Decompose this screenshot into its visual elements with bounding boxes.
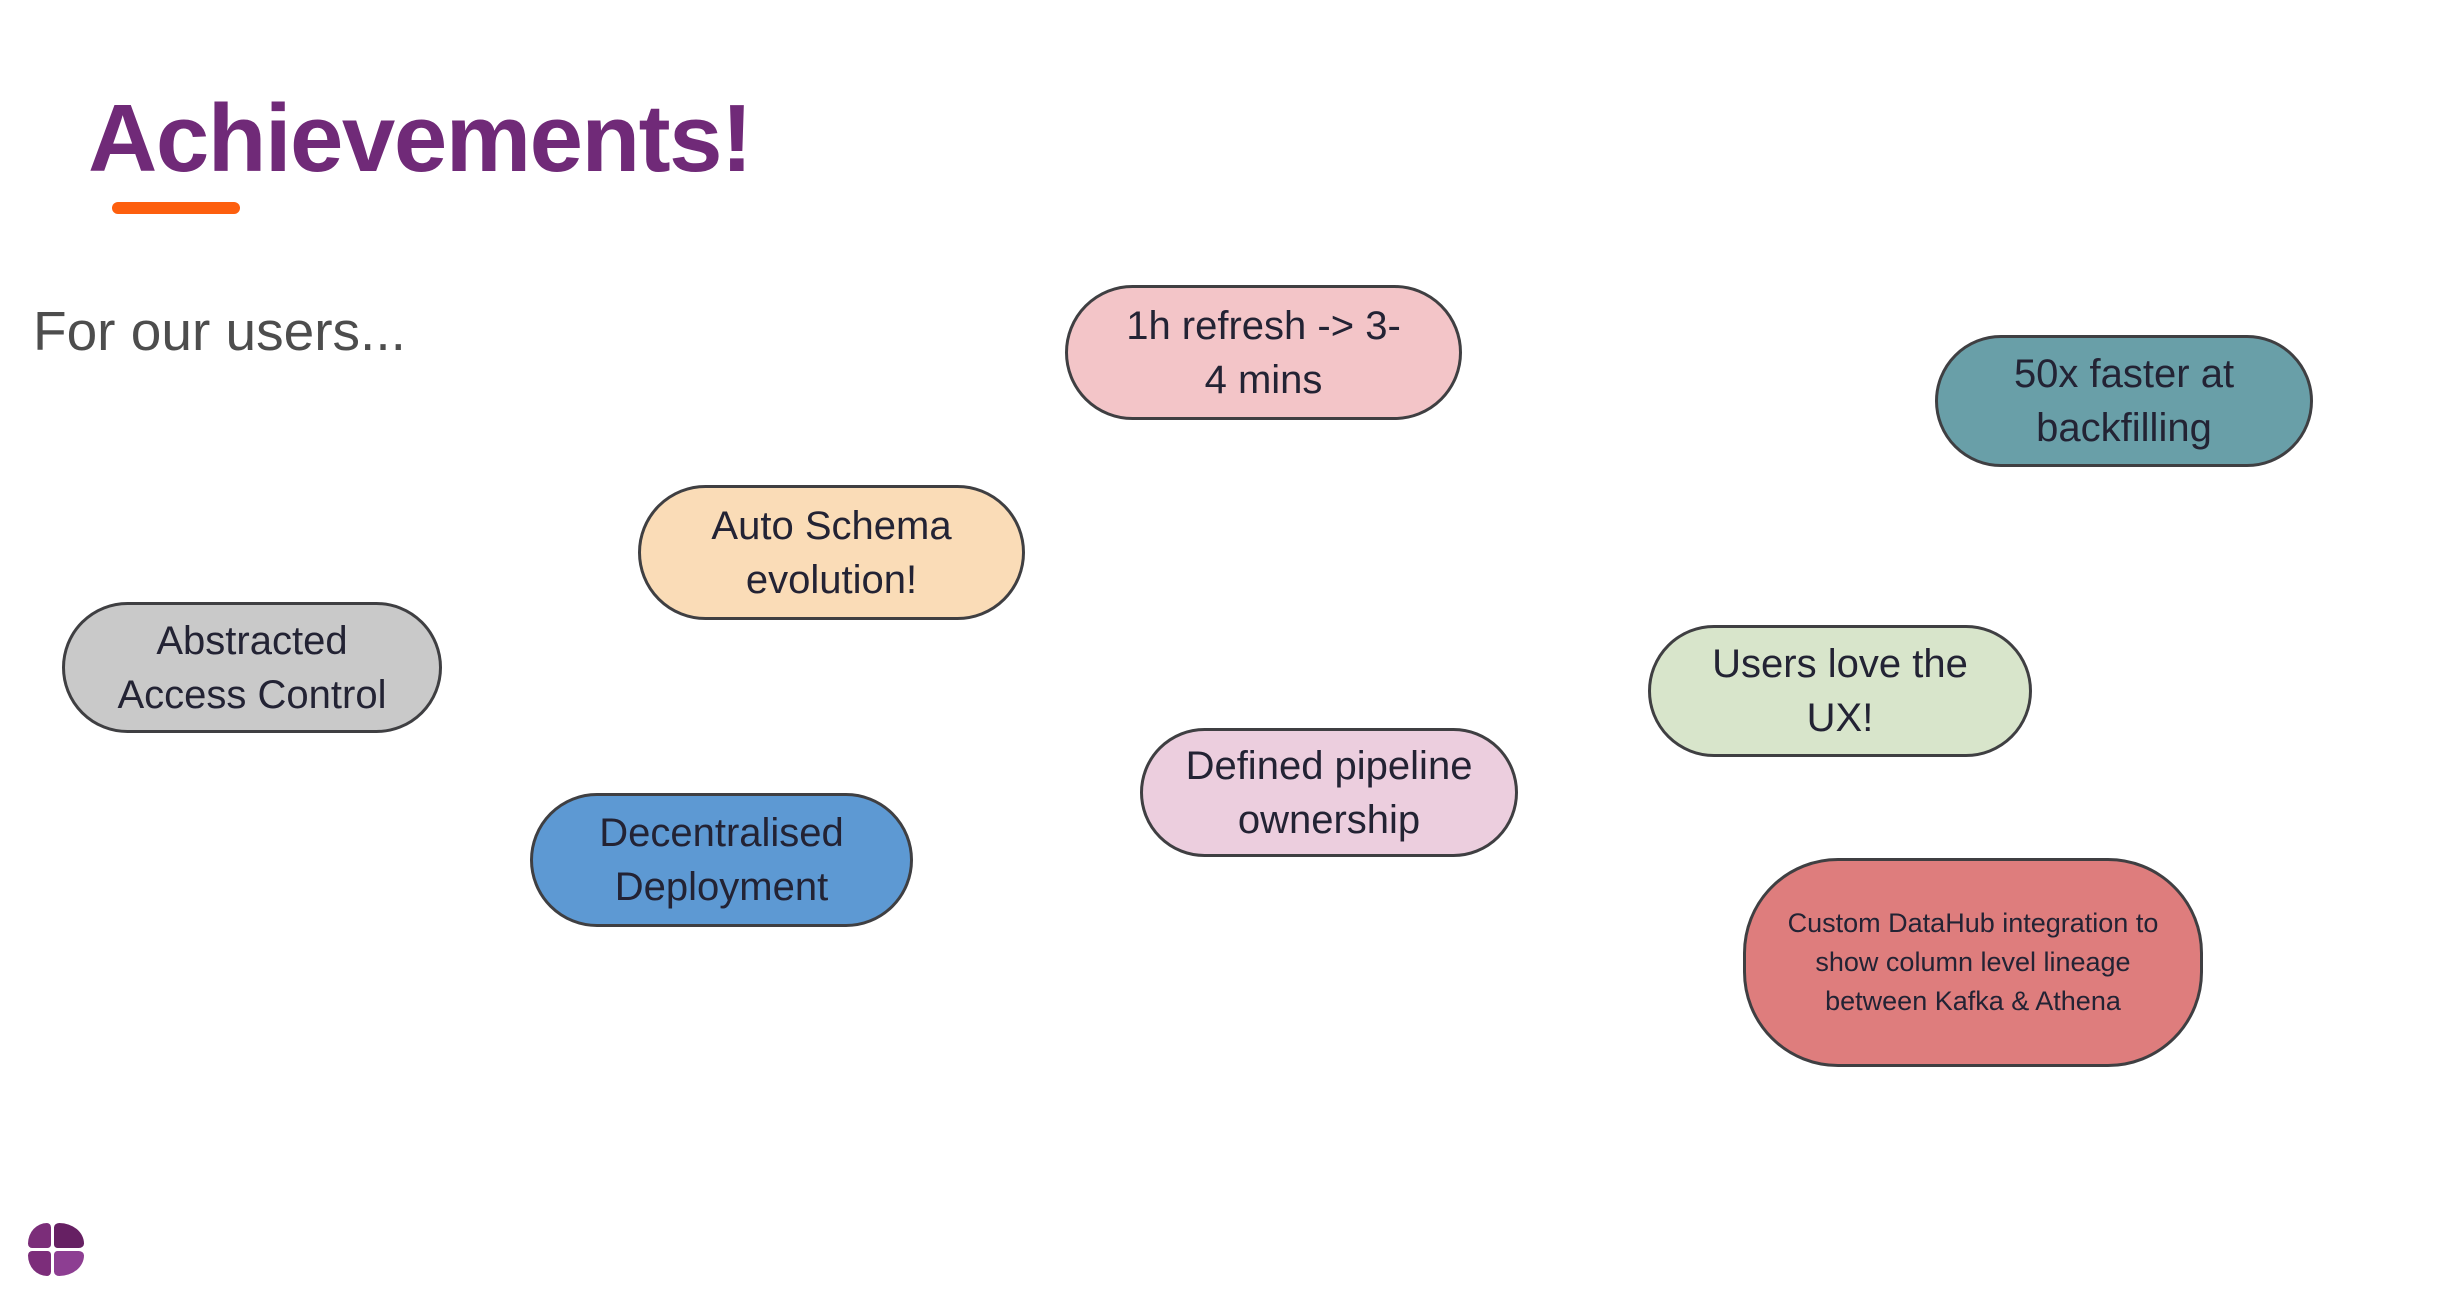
bubble-label: 1h refresh -> 3- 4 mins [1126, 303, 1401, 402]
logo-petal-top-left [28, 1223, 51, 1248]
bubble-abstracted-access-control: Abstracted Access Control [62, 602, 442, 733]
bubble-label: Users love the UX! [1712, 642, 1968, 740]
bubble-defined-pipeline-ownership: Defined pipeline ownership [1140, 728, 1518, 857]
bubble-backfilling-speed: 50x faster at backfilling [1935, 335, 2313, 467]
bubble-users-love-ux: Users love the UX! [1648, 625, 2032, 757]
butterfly-logo [28, 1223, 84, 1276]
bubble-label: Abstracted Access Control [117, 618, 387, 717]
subtitle: For our users... [33, 300, 406, 362]
bubble-auto-schema-evolution: Auto Schema evolution! [638, 485, 1025, 620]
bubble-datahub-integration: Custom DataHub integration to show colum… [1743, 858, 2203, 1067]
bubble-label: Decentralised Deployment [599, 811, 844, 909]
bubble-refresh-speed: 1h refresh -> 3- 4 mins [1065, 285, 1462, 420]
logo-petal-bottom-right [54, 1251, 84, 1276]
page-title: Achievements! [88, 85, 753, 193]
logo-petal-bottom-left [28, 1251, 51, 1276]
bubble-label: Defined pipeline ownership [1185, 743, 1473, 842]
bubble-label: 50x faster at backfilling [2013, 352, 2235, 450]
bubble-decentralised-deployment: Decentralised Deployment [530, 793, 913, 927]
bubble-label: Custom DataHub integration to show colum… [1787, 907, 2159, 1017]
title-accent-bar [112, 202, 240, 214]
logo-petal-top-right [54, 1223, 84, 1248]
bubble-label: Auto Schema evolution! [711, 503, 952, 602]
